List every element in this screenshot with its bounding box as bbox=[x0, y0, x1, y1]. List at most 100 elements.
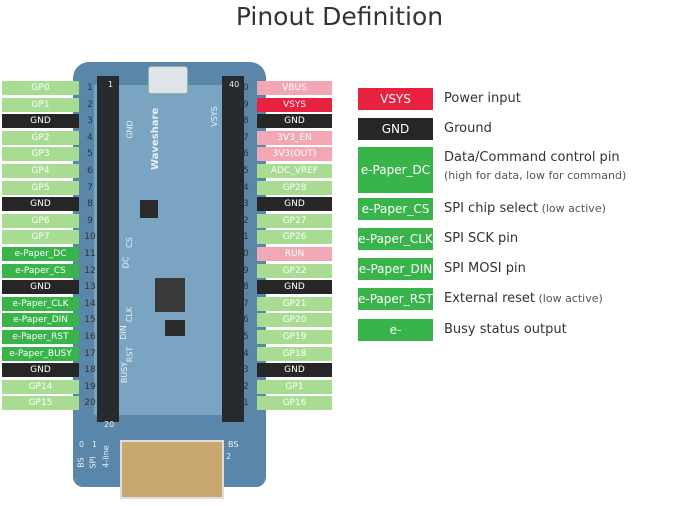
left-pin-number-9: 9 bbox=[87, 215, 93, 226]
left-pin-number-6: 6 bbox=[87, 166, 93, 176]
right-pin-number-28: 28 bbox=[237, 282, 249, 293]
left-pin-label-12: e-Paper_CS bbox=[2, 263, 79, 278]
legend-note-3: (low active) bbox=[538, 202, 606, 215]
legend-tag-2: e-Paper_DC bbox=[358, 147, 433, 193]
right-pin-label-22: GP1 bbox=[257, 379, 332, 394]
left-pin-label-3: GND bbox=[2, 114, 79, 129]
left-pin-number-16: 16 bbox=[84, 332, 96, 342]
right-pin-number-23: 23 bbox=[237, 365, 249, 376]
board-bs2-num: 2 bbox=[226, 452, 232, 461]
right-pin-number-31: 31 bbox=[237, 232, 249, 243]
board-4line-label: 4-line bbox=[101, 445, 111, 468]
left-pin-number-8: 8 bbox=[87, 199, 93, 210]
usb-connector bbox=[148, 66, 188, 94]
left-pin-label-1: GP0 bbox=[2, 81, 79, 95]
board-bs2-label: BS bbox=[228, 440, 239, 449]
right-pin-number-29: 29 bbox=[237, 265, 249, 276]
left-pin-number-1: 1 bbox=[87, 83, 93, 93]
right-pin-number-32: 32 bbox=[237, 215, 249, 226]
board-pin1-label: 1 bbox=[108, 80, 114, 89]
legend-desc-4: SPI SCK pin bbox=[444, 231, 519, 246]
board-spi-label: SPI bbox=[88, 456, 98, 469]
right-pin-number-36: 36 bbox=[237, 149, 249, 160]
legend-desc-0: Power input bbox=[444, 91, 521, 106]
left-pin-label-20: GP15 bbox=[2, 396, 79, 411]
right-pin-number-21: 21 bbox=[237, 398, 249, 409]
left-pin-label-17: e-Paper_BUSY bbox=[2, 346, 79, 361]
right-pin-number-33: 33 bbox=[237, 199, 249, 210]
left-pin-number-17: 17 bbox=[84, 348, 96, 359]
legend-desc-3: SPI chip select (low active) bbox=[444, 201, 606, 216]
right-pin-label-24: GP18 bbox=[257, 346, 332, 361]
left-pin-label-18: GND bbox=[2, 363, 79, 378]
legend-note-2: (high for data, low for command) bbox=[444, 169, 627, 182]
right-pin-number-35: 35 bbox=[237, 166, 249, 176]
right-pin-label-36: 3V3(OUT) bbox=[257, 147, 332, 162]
right-pin-label-30: RUN bbox=[257, 247, 332, 261]
board-pin20-label: 20 bbox=[104, 420, 115, 429]
left-pin-header bbox=[97, 76, 119, 422]
left-pin-label-14: e-Paper_CLK bbox=[2, 296, 79, 311]
left-pin-label-4: GP2 bbox=[2, 130, 79, 145]
left-pin-number-20: 20 bbox=[84, 398, 96, 409]
right-pin-number-25: 25 bbox=[237, 332, 249, 342]
right-pin-label-26: GP20 bbox=[257, 313, 332, 328]
right-pin-label-21: GP16 bbox=[257, 396, 332, 411]
fpc-connector bbox=[120, 440, 224, 499]
left-pin-number-7: 7 bbox=[87, 182, 93, 193]
legend-desc-6: External reset (low active) bbox=[444, 291, 603, 306]
left-pin-number-19: 19 bbox=[84, 381, 96, 392]
board-busy-label: BUSY bbox=[120, 361, 130, 384]
right-pin-label-31: GP26 bbox=[257, 230, 332, 245]
right-pin-label-35: ADC_VREF bbox=[257, 164, 332, 178]
legend-tag-0: VSYS bbox=[358, 88, 433, 110]
inductor bbox=[155, 278, 185, 312]
board-rst-label: RST bbox=[125, 346, 135, 363]
left-pin-label-16: e-Paper_RST bbox=[2, 330, 79, 344]
board-gnd-label: GND bbox=[125, 120, 135, 139]
left-pin-number-10: 10 bbox=[84, 232, 96, 243]
left-pin-label-19: GP14 bbox=[2, 379, 79, 394]
legend-desc-5: SPI MOSI pin bbox=[444, 261, 526, 276]
right-pin-label-32: GP27 bbox=[257, 213, 332, 228]
board-bs-label: BS bbox=[76, 457, 86, 468]
right-pin-number-27: 27 bbox=[237, 298, 249, 309]
right-pin-number-40: 40 bbox=[237, 83, 249, 93]
right-pin-label-33: GND bbox=[257, 197, 332, 212]
board-dc-label: DC bbox=[121, 256, 131, 269]
left-pin-number-11: 11 bbox=[84, 249, 96, 259]
board-pin40-label: 40 bbox=[229, 80, 240, 89]
right-pin-number-37: 37 bbox=[237, 132, 249, 143]
left-pin-number-12: 12 bbox=[84, 265, 96, 276]
right-pin-label-25: GP19 bbox=[257, 330, 332, 344]
board-clk-label: CLK bbox=[125, 306, 135, 323]
ic-chip-2 bbox=[165, 320, 185, 336]
left-pin-label-9: GP6 bbox=[2, 213, 79, 228]
right-pin-number-22: 22 bbox=[237, 381, 249, 392]
right-pin-number-38: 38 bbox=[237, 116, 249, 127]
board-vsys-label: VSYS bbox=[209, 106, 219, 127]
right-pin-label-27: GP21 bbox=[257, 296, 332, 311]
right-pin-label-29: GP22 bbox=[257, 263, 332, 278]
left-pin-number-18: 18 bbox=[84, 365, 96, 376]
left-pin-label-6: GP4 bbox=[2, 164, 79, 178]
legend-tag-1: GND bbox=[358, 118, 433, 140]
legend-desc-1: Ground bbox=[444, 121, 492, 136]
right-pin-label-34: GP28 bbox=[257, 180, 332, 195]
left-pin-label-7: GP5 bbox=[2, 180, 79, 195]
left-pin-number-2: 2 bbox=[87, 99, 93, 110]
brand-label: Waveshare bbox=[150, 107, 161, 170]
left-pin-number-5: 5 bbox=[87, 149, 93, 160]
page-title: Pinout Definition bbox=[235, 2, 444, 31]
board-din-label: DIN bbox=[118, 325, 128, 340]
legend-desc-7: Busy status output bbox=[444, 322, 567, 337]
left-pin-number-3: 3 bbox=[87, 116, 93, 127]
legend-tag-5: e-Paper_DIN bbox=[358, 258, 433, 280]
left-pin-number-14: 14 bbox=[84, 298, 96, 309]
legend-tag-6: e-Paper_RST bbox=[358, 288, 433, 310]
right-pin-label-37: 3V3_EN bbox=[257, 130, 332, 145]
legend-tag-3: e-Paper_CS bbox=[358, 198, 433, 220]
left-pin-label-13: GND bbox=[2, 280, 79, 295]
right-pin-number-26: 26 bbox=[237, 315, 249, 326]
legend-note-6: (low active) bbox=[535, 292, 603, 305]
